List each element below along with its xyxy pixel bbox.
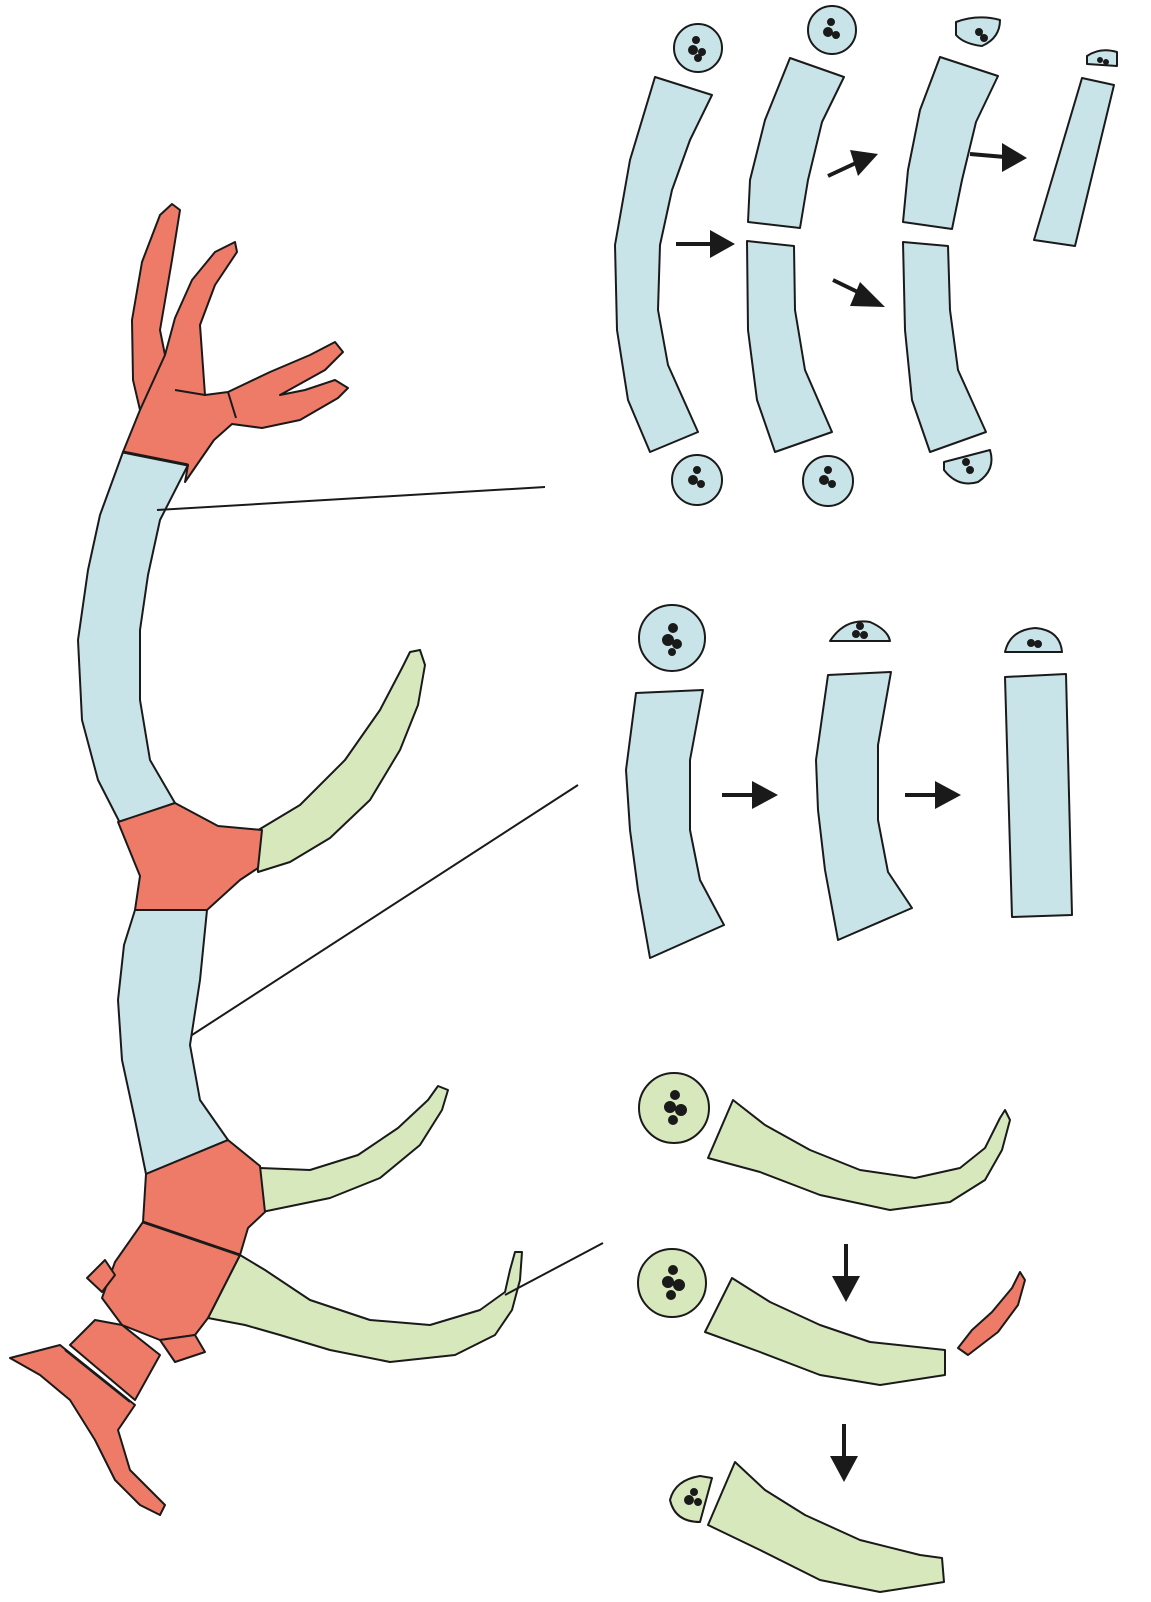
middle-stage1-segment <box>626 690 724 958</box>
middle-stage2-segment <box>816 672 912 940</box>
middle-red-node <box>118 803 262 910</box>
leader-line-middle <box>192 785 578 1035</box>
green-horn-row3 <box>708 1462 944 1592</box>
arrow-right <box>905 781 961 809</box>
arrow-up-right <box>828 150 878 176</box>
stage3-upper-segment <box>903 57 998 229</box>
green-horn-row1 <box>708 1100 1010 1210</box>
arrow-down <box>830 1424 858 1482</box>
second-green-horn <box>260 1086 448 1212</box>
stage2-upper-segment <box>748 58 844 228</box>
middle-panel <box>626 605 1072 958</box>
stage3-lower-segment <box>903 242 986 452</box>
top-panel <box>615 6 1117 506</box>
arrow-right <box>676 230 735 258</box>
arrow-down-right <box>833 280 885 307</box>
stage2-lower-segment <box>747 241 832 452</box>
upper-blue-segment <box>78 452 188 823</box>
bottom-panel <box>638 1073 1025 1592</box>
arrow-right <box>722 781 778 809</box>
stage1-segment <box>615 77 712 452</box>
arrow-down <box>832 1244 860 1302</box>
crown-segment <box>123 204 348 482</box>
middle-stage3-segment <box>1005 674 1072 917</box>
upper-green-horn <box>255 650 425 872</box>
side-tab-right <box>160 1335 205 1362</box>
red-tip-fragment <box>958 1272 1025 1355</box>
stage4-segment <box>1034 78 1114 246</box>
seed-circle <box>674 24 722 72</box>
main-structure <box>10 204 603 1515</box>
lower-blue-segment <box>118 910 228 1174</box>
green-horn-row2 <box>705 1278 945 1385</box>
lower-green-horn <box>208 1252 522 1362</box>
leader-line-top <box>157 487 545 510</box>
arrow-right <box>970 143 1027 172</box>
